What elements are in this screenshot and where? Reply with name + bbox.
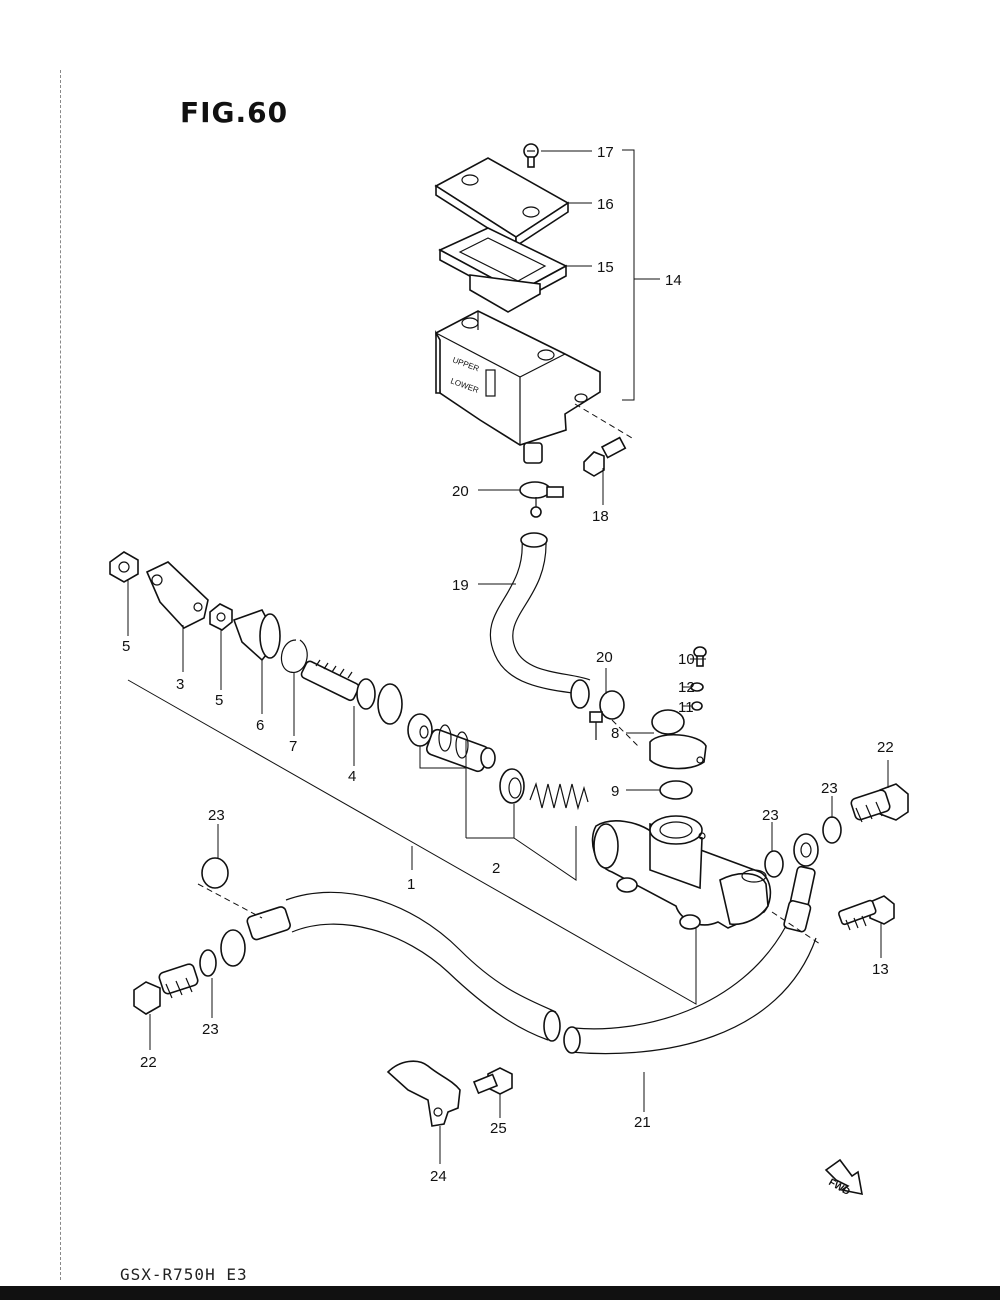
callout-2: 2 xyxy=(492,860,500,877)
o-ring-9 xyxy=(659,780,693,800)
callout-11: 11 xyxy=(678,699,694,716)
washer-23-upper-left xyxy=(201,857,229,889)
reservoir-hose-19 xyxy=(489,532,591,709)
fwd-arrow: FWD xyxy=(824,1158,863,1198)
callout-24: 24 xyxy=(430,1168,447,1185)
bolt-18 xyxy=(583,436,627,477)
callout-4: 4 xyxy=(348,768,356,785)
union-bolt-22-right xyxy=(850,783,909,823)
model-code: GSX-R750H E3 xyxy=(120,1265,248,1284)
callout-10: 10 xyxy=(678,651,695,668)
callout-1: 1 xyxy=(407,876,415,893)
washer-12 xyxy=(690,682,704,692)
hose-fitting-right xyxy=(783,833,819,933)
callout-23-body: 23 xyxy=(762,807,779,824)
washer-23-body xyxy=(764,850,784,878)
callout-21: 21 xyxy=(634,1114,651,1131)
callout-9: 9 xyxy=(611,783,619,800)
circlip-7 xyxy=(280,639,308,673)
secondary-cup xyxy=(499,768,525,804)
locknut-5-mid xyxy=(209,603,233,631)
callout-20-upper: 20 xyxy=(452,483,469,500)
washer-23-right xyxy=(822,816,842,844)
callout-8: 8 xyxy=(611,725,619,742)
scan-edge-bar xyxy=(0,1286,1000,1300)
callout-22-right: 22 xyxy=(877,739,894,756)
screw-10 xyxy=(693,646,707,667)
return-spring xyxy=(529,781,589,811)
callout-5-left: 5 xyxy=(122,638,130,655)
callout-17: 17 xyxy=(597,144,614,161)
callout-23-right: 23 xyxy=(821,780,838,797)
washer-11 xyxy=(691,701,703,711)
screw-17 xyxy=(523,143,539,168)
master-cylinder-body xyxy=(591,815,772,930)
reservoir-body: UPPER LOWER xyxy=(435,310,601,464)
callout-16: 16 xyxy=(597,196,614,213)
callout-20-lower: 20 xyxy=(596,649,613,666)
piston xyxy=(425,724,496,773)
hose-clamp-20-upper xyxy=(519,481,564,518)
reservoir-cap-16 xyxy=(434,157,570,248)
union-8 xyxy=(649,709,707,770)
hose-fitting-left xyxy=(220,906,291,967)
bolt-25 xyxy=(472,1067,513,1095)
diaphragm-15 xyxy=(438,227,568,313)
callout-7: 7 xyxy=(289,738,297,755)
callout-23-upper-left: 23 xyxy=(208,807,225,824)
callout-25: 25 xyxy=(490,1120,507,1137)
figure-title: FIG.60 xyxy=(180,96,289,129)
hose-clamp-24 xyxy=(386,1060,461,1127)
hose-clamp-20-lower xyxy=(589,690,625,740)
callout-12: 12 xyxy=(678,679,695,696)
callout-19: 19 xyxy=(452,577,469,594)
callout-18: 18 xyxy=(592,508,609,525)
callout-13: 13 xyxy=(872,961,889,978)
binding-margin-line xyxy=(60,70,61,1280)
pushrod-4 xyxy=(300,659,403,725)
callout-22-left: 22 xyxy=(140,1054,157,1071)
washer-23-left xyxy=(199,949,217,977)
callout-23-left: 23 xyxy=(202,1021,219,1038)
locknut-5-left xyxy=(109,551,139,583)
callout-6: 6 xyxy=(256,717,264,734)
clevis-3 xyxy=(145,561,209,629)
callout-5-mid: 5 xyxy=(215,692,223,709)
callout-3: 3 xyxy=(176,676,184,693)
callout-14: 14 xyxy=(665,272,682,289)
clutch-hose-21 xyxy=(285,891,817,1055)
bolt-13 xyxy=(838,895,895,931)
dust-boot-6 xyxy=(232,609,281,662)
union-bolt-22-left xyxy=(133,963,199,1015)
callout-15b: 15 xyxy=(597,259,614,276)
